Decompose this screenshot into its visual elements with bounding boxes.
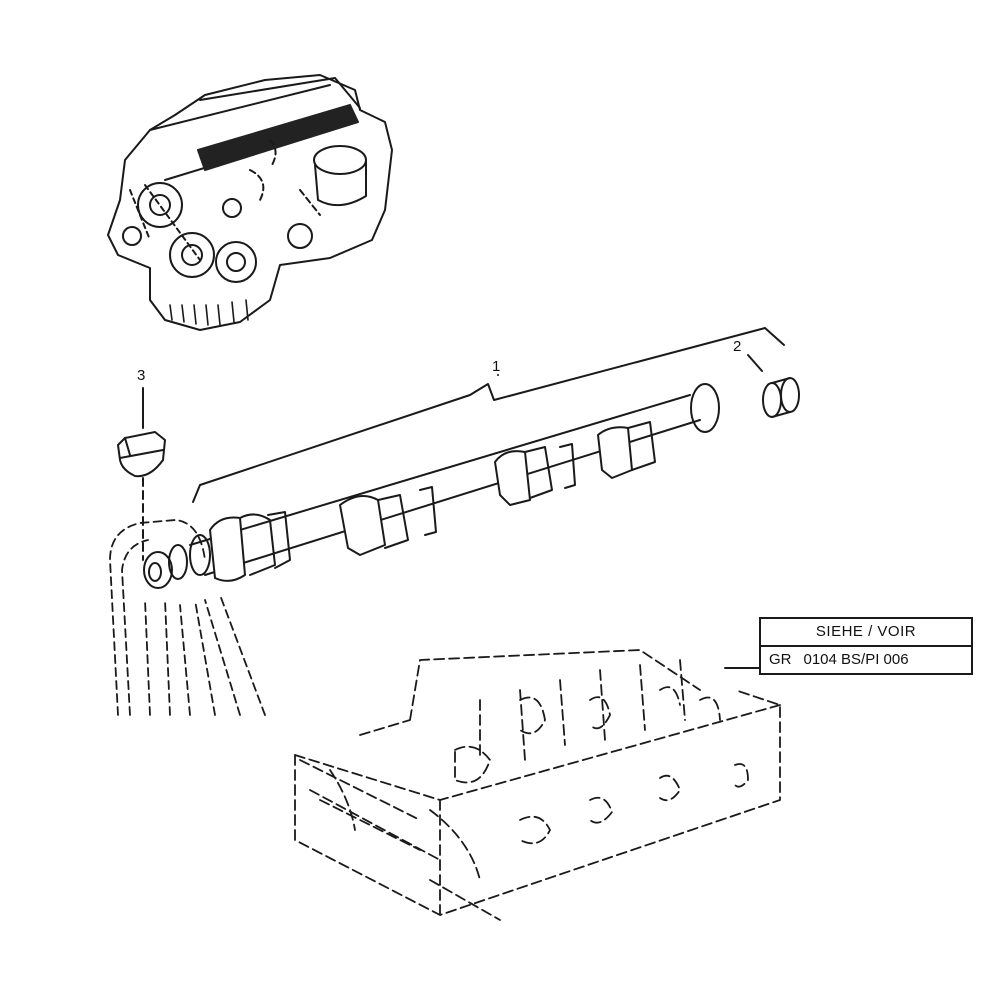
- cylinder-head-dashed: [294, 649, 781, 921]
- leader-line-2: [747, 354, 763, 372]
- callout-number-3: 3: [137, 367, 146, 384]
- group-code: 0104 BS/PI 006: [803, 651, 909, 668]
- reference-code: GR 0104 BS/PI 006: [761, 647, 971, 673]
- reference-title: SIEHE / VOIR: [761, 619, 971, 647]
- callout-bracket-1: [192, 327, 785, 503]
- callout-number-2: 2: [733, 338, 742, 355]
- group-prefix: GR: [769, 651, 792, 668]
- engine-overview-illustration: [107, 74, 393, 331]
- drive-gear-dashed-outline: [109, 519, 266, 716]
- camshaft-part-1: [143, 383, 720, 589]
- callout-number-1: 1: [492, 358, 501, 375]
- reference-box: SIEHE / VOIR GR 0104 BS/PI 006: [759, 617, 973, 675]
- plug-part-2: [762, 377, 800, 418]
- woodruff-key-part-3: [117, 431, 166, 478]
